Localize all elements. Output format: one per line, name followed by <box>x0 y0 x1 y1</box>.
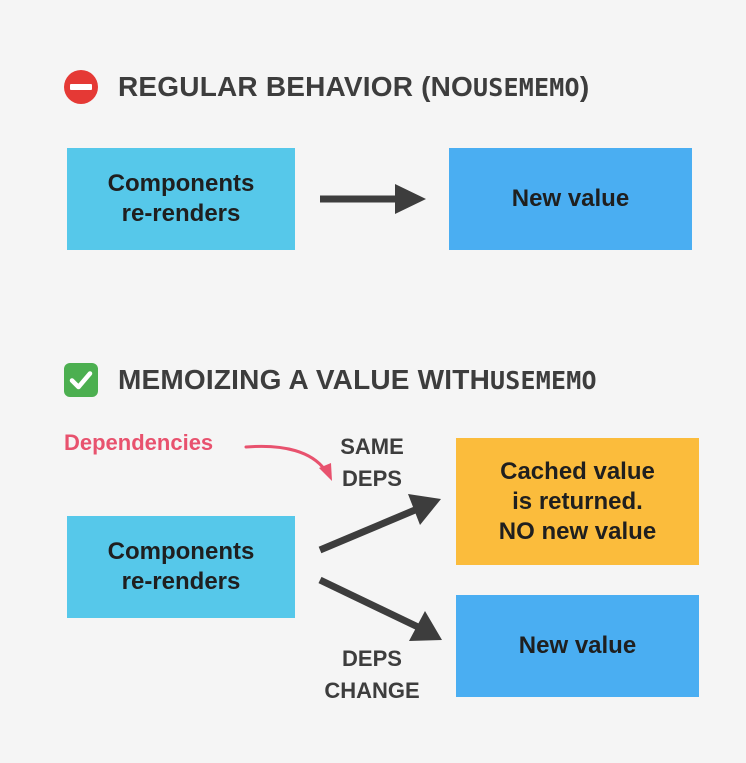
same-deps-label: SAME DEPS <box>340 434 404 491</box>
new-value-box-memo-label: New value <box>518 632 637 659</box>
dependencies-arrow <box>244 444 332 481</box>
cached-value-box-label: Cached value is returned. NO new value <box>498 457 657 545</box>
new-value-box-regular: New value <box>449 148 692 250</box>
arrow-same-deps <box>318 494 441 554</box>
new-value-box-regular-label: New value <box>511 185 630 212</box>
check-mark-icon <box>64 363 98 397</box>
dependencies-label: Dependencies <box>64 430 214 455</box>
section-title-regular: REGULAR BEHAVIOR (NO USEMEMO) <box>64 70 589 104</box>
new-value-box-memo: New value <box>456 595 699 697</box>
components-rerenders-box-memo-label: Components re-renders <box>107 538 255 595</box>
section-title-regular-code: USEMEMO <box>473 72 580 102</box>
section-title-memoizing-text: MEMOIZING A VALUE WITH <box>118 364 490 395</box>
cached-value-box: Cached value is returned. NO new value <box>456 438 699 565</box>
components-rerenders-box-regular: Components re-renders <box>67 148 295 250</box>
arrow-regular <box>320 184 426 214</box>
components-rerenders-box-regular-label: Components re-renders <box>107 170 255 227</box>
deps-change-label: DEPS CHANGE <box>324 646 420 703</box>
section-title-memoizing-code: USEMEMO <box>490 365 597 395</box>
no-entry-icon <box>64 70 98 104</box>
section-title-memoizing: MEMOIZING A VALUE WITH USEMEMO <box>64 363 597 397</box>
arrow-deps-change <box>318 576 442 641</box>
section-title-regular-suffix: ) <box>579 71 590 102</box>
section-title-regular-text: REGULAR BEHAVIOR (NO <box>118 71 474 102</box>
components-rerenders-box-memo: Components re-renders <box>67 516 295 618</box>
